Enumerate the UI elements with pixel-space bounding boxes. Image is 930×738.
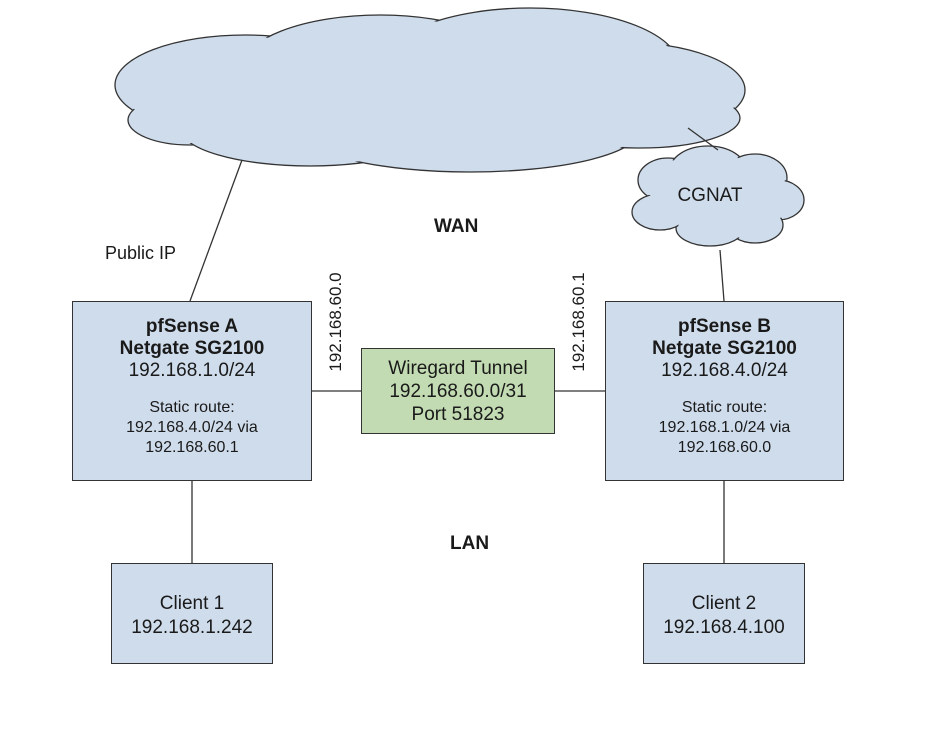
pfsense-a-route-gw: 192.168.60.1: [145, 439, 239, 456]
pfsense-b-subnet: 192.168.4.0/24: [661, 360, 788, 381]
cgnat-cloud-fill: [634, 148, 802, 244]
wireguard-tunnel-box: Wiregard Tunnel 192.168.60.0/31 Port 518…: [361, 348, 555, 434]
lan-label: LAN: [450, 533, 490, 554]
link-wan-to-cgnat: [687, 127, 719, 151]
pfsense-b-route-title: Static route:: [681, 399, 768, 416]
pfsense-b-name: pfSense B: [678, 316, 771, 337]
client-2-box: Client 2 192.168.4.100: [643, 563, 805, 664]
pfsense-a-model: Netgate SG2100: [119, 338, 265, 359]
tunnel-port: Port 51823: [411, 404, 505, 425]
public-ip-label: Public IP: [105, 243, 177, 263]
client-2-ip: 192.168.4.100: [663, 617, 785, 638]
tunnel-subnet: 192.168.60.0/31: [389, 381, 527, 402]
pfsense-a-name: pfSense A: [145, 316, 239, 337]
cgnat-label: CGNAT: [677, 185, 742, 206]
client-1-name: Client 1: [159, 593, 225, 614]
pfsense-b-box: pfSense B Netgate SG2100 192.168.4.0/24 …: [605, 301, 844, 481]
tunnel-name: Wiregard Tunnel: [388, 358, 528, 379]
pfsense-a-subnet: 192.168.1.0/24: [128, 360, 256, 381]
wan-label: WAN: [434, 216, 479, 237]
client-1-box: Client 1 192.168.1.242: [111, 563, 273, 664]
pfsense-a-box: pfSense A Netgate SG2100 192.168.1.0/24 …: [72, 301, 312, 481]
client-2-name: Client 2: [691, 593, 757, 614]
connectors: [189, 127, 725, 563]
tunnel-ip-b-label: 192.168.60.1: [569, 272, 588, 372]
pfsense-b-model: Netgate SG2100: [652, 338, 797, 359]
link-cgnat-to-pfsense-b: [719, 249, 725, 302]
pfsense-a-route-title: Static route:: [149, 399, 235, 416]
wan-cloud-fill: [117, 10, 743, 170]
pfsense-b-route-gw: 192.168.60.0: [677, 439, 772, 456]
pfsense-a-route-dest: 192.168.4.0/24 via: [126, 419, 258, 436]
pfsense-b-route-dest: 192.168.1.0/24 via: [658, 419, 791, 436]
tunnel-ip-a-label: 192.168.60.0: [326, 272, 345, 372]
client-1-ip: 192.168.1.242: [131, 617, 253, 638]
link-wan-to-pfsense-a: [189, 159, 243, 302]
